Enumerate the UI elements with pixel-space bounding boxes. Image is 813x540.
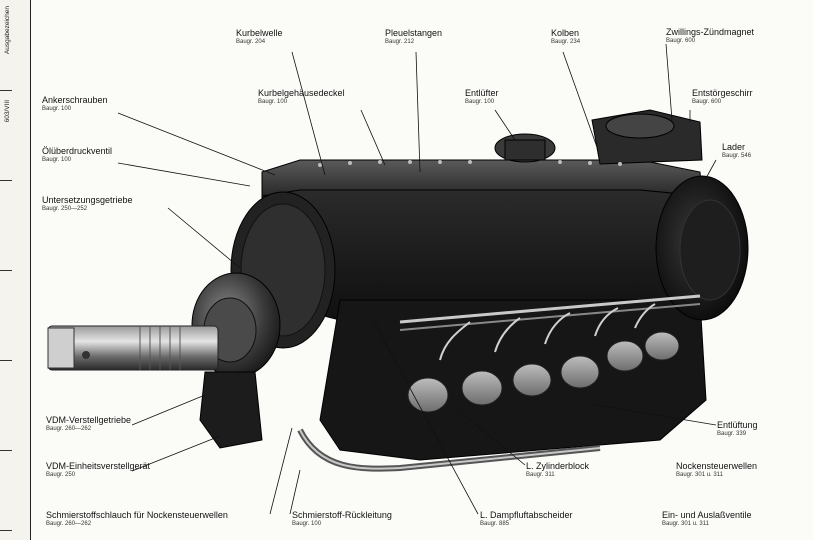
label-unit: Baugr. 204 xyxy=(236,39,266,45)
label-unit: Baugr. 250—252 xyxy=(42,206,88,212)
label-unit: Baugr. 234 xyxy=(551,39,581,45)
label-unit: Baugr. 546 xyxy=(722,153,752,159)
label-name: Entlüfter xyxy=(465,88,499,98)
label-unit: Baugr. 885 xyxy=(480,521,510,527)
label-kurbelwelle: Kurbelwelle Baugr. 204 xyxy=(236,28,283,46)
vdm-unit xyxy=(199,371,263,449)
label-unit: Baugr. 301 u. 311 xyxy=(676,472,723,478)
label-lader: Lader Baugr. 546 xyxy=(722,142,752,160)
label-name: VDM-Verstellgetriebe xyxy=(46,415,132,425)
label-ventile: Ein- und Auslaßventile Baugr. 301 u. 311 xyxy=(662,510,752,528)
label-oelueber: Ölüberdruckventil Baugr. 100 xyxy=(42,146,113,164)
label-name: Kurbelwelle xyxy=(236,28,283,38)
callout-lines xyxy=(117,43,717,515)
label-name: Untersetzungsgetriebe xyxy=(42,195,133,205)
label-name: Nockensteuerwellen xyxy=(676,461,758,471)
label-entstoer: Entstörgeschirr Baugr. 600 xyxy=(692,88,753,106)
label-name: Kurbelgehäusedeckel xyxy=(258,88,345,98)
label-untersetzung: Untersetzungsgetriebe Baugr. 250—252 xyxy=(42,195,133,213)
label-unit: Baugr. 100 xyxy=(465,99,495,105)
label-name: Kolben xyxy=(551,28,580,38)
label-unit: Baugr. 600 xyxy=(692,99,722,105)
label-name: Ein- und Auslaßventile xyxy=(662,510,752,520)
label-name: Ankerschrauben xyxy=(42,95,108,105)
label-unit: Baugr. 100 xyxy=(292,521,322,527)
label-name: Zwillings-Zündmagnet xyxy=(666,27,755,37)
margin-tick xyxy=(0,450,12,451)
label-schlauch: Schmierstoffschlauch für Nockensteuerwel… xyxy=(46,510,228,528)
label-rueckleitung: Schmierstoff-Rückleitung Baugr. 100 xyxy=(292,510,392,528)
label-pleuelstangen: Pleuelstangen Baugr. 212 xyxy=(385,28,443,46)
label-vdm-verstell: VDM-Verstellgetriebe Baugr. 260—262 xyxy=(46,415,132,433)
label-zuendmagnet: Zwillings-Zündmagnet Baugr. 600 xyxy=(666,27,755,45)
fuel-rail xyxy=(399,294,701,324)
label-name: Schmierstoffschlauch für Nockensteuerwel… xyxy=(46,510,228,520)
label-unit: Baugr. 250 xyxy=(46,472,76,478)
bolt-row xyxy=(318,160,622,167)
margin-tick xyxy=(0,180,12,181)
label-unit: Baugr. 260—262 xyxy=(46,521,92,527)
label-kurbelgehaeuse: Kurbelgehäusedeckel Baugr. 100 xyxy=(258,88,345,106)
margin-tick xyxy=(0,270,12,271)
label-zylinderblock: L. Zylinderblock Baugr. 311 xyxy=(526,461,590,479)
label-name: L. Zylinderblock xyxy=(526,461,590,471)
margin-tick xyxy=(0,360,12,361)
label-name: L. Dampfluftabscheider xyxy=(480,510,573,520)
label-entlueftung: Entlüftung Baugr. 339 xyxy=(717,420,758,438)
label-name: Entlüftung xyxy=(717,420,758,430)
page-margin: Ausgabezeichen 603/VIII xyxy=(0,0,31,540)
label-name: VDM-Einheitsverstellgerät xyxy=(46,461,151,471)
margin-tick xyxy=(0,90,12,91)
label-unit: Baugr. 100 xyxy=(258,99,288,105)
label-name: Lader xyxy=(722,142,746,152)
label-unit: Baugr. 212 xyxy=(385,39,415,45)
label-name: Ölüberdruckventil xyxy=(42,146,113,156)
label-name: Entstörgeschirr xyxy=(692,88,753,98)
label-dampfluft: L. Dampfluftabscheider Baugr. 885 xyxy=(480,510,573,528)
label-unit: Baugr. 301 u. 311 xyxy=(662,521,709,527)
label-unit: Baugr. 311 xyxy=(526,472,555,478)
label-unit: Baugr. 339 xyxy=(717,431,747,437)
label-name: Schmierstoff-Rückleitung xyxy=(292,510,392,520)
label-unit: Baugr. 100 xyxy=(42,157,72,163)
label-entlufter: Entlüfter Baugr. 100 xyxy=(465,88,499,106)
label-ankerschrauben: Ankerschrauben Baugr. 100 xyxy=(42,95,108,113)
label-unit: Baugr. 600 xyxy=(666,38,696,44)
label-kolben: Kolben Baugr. 234 xyxy=(551,28,581,46)
injector-pipes xyxy=(439,303,656,361)
label-unit: Baugr. 100 xyxy=(42,106,72,112)
label-nocken: Nockensteuerwellen Baugr. 301 u. 311 xyxy=(676,461,758,479)
label-name: Pleuelstangen xyxy=(385,28,443,38)
label-unit: Baugr. 260—262 xyxy=(46,426,92,432)
label-vdm-einheit: VDM-Einheitsverstellgerät Baugr. 250 xyxy=(46,461,151,479)
margin-tick xyxy=(0,530,12,531)
